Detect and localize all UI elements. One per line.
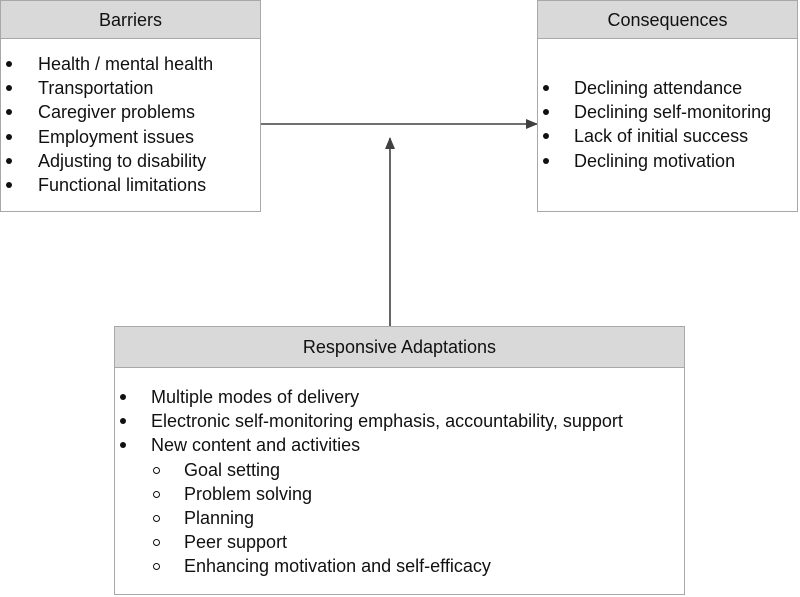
sub-list-item-text: Goal setting [184, 459, 281, 480]
list-item: Declining motivation [538, 149, 797, 173]
adaptations-box: Responsive Adaptations Multiple modes of… [114, 326, 685, 595]
barriers-box: Barriers Health / mental health Transpor… [0, 0, 261, 212]
sub-list-item-text: Problem solving [184, 483, 313, 504]
barriers-title: Barriers [1, 1, 260, 39]
list-item: Adjusting to disability [1, 149, 260, 173]
list-item: Employment issues [1, 125, 260, 149]
list-item-text: Caregiver problems [38, 102, 196, 123]
sub-list-item-text: Enhancing motivation and self-efficacy [184, 556, 491, 577]
list-item: Declining self-monitoring [538, 100, 797, 124]
list-item-text: Adjusting to disability [38, 150, 207, 171]
list-item-text: Multiple modes of delivery [151, 387, 360, 407]
adaptations-title: Responsive Adaptations [115, 327, 684, 368]
list-item-text: Employment issues [38, 126, 195, 147]
barriers-list: Health / mental health Transportation Ca… [1, 52, 260, 197]
list-item-text: Declining self-monitoring [574, 102, 772, 123]
sub-list-item-text: Peer support [184, 532, 288, 553]
sub-list-item: Goal setting [115, 458, 684, 482]
list-item: Functional limitations [1, 173, 260, 197]
list-item-text: Transportation [38, 78, 154, 99]
adaptations-list: Multiple modes of delivery Electronic se… [115, 385, 684, 458]
list-item: Multiple modes of delivery [115, 385, 684, 409]
list-item: Electronic self-monitoring emphasis, acc… [115, 409, 684, 433]
list-item: New content and activities [115, 433, 684, 457]
list-item-text: Declining motivation [574, 150, 736, 171]
sub-list-item: Planning [115, 506, 684, 530]
consequences-list: Declining attendance Declining self-moni… [538, 76, 797, 173]
sub-list-item-text: Planning [184, 508, 255, 529]
list-item: Declining attendance [538, 76, 797, 100]
list-item: Lack of initial success [538, 124, 797, 148]
sub-list-item: Enhancing motivation and self-efficacy [115, 554, 684, 578]
sub-list-item: Peer support [115, 530, 684, 554]
adaptations-sublist: Goal setting Problem solving Planning Pe… [115, 458, 684, 579]
list-item: Health / mental health [1, 52, 260, 76]
list-item: Caregiver problems [1, 100, 260, 124]
list-item: Transportation [1, 76, 260, 100]
list-item-text: Declining attendance [574, 78, 743, 98]
consequences-title: Consequences [538, 1, 797, 39]
consequences-box: Consequences Declining attendance Declin… [537, 0, 798, 212]
sub-list-item: Problem solving [115, 482, 684, 506]
list-item-text: Functional limitations [38, 175, 207, 196]
list-item-text: Lack of initial success [574, 126, 749, 147]
list-item-text: New content and activities [151, 435, 361, 456]
list-item-text: Electronic self-monitoring emphasis, acc… [151, 411, 623, 432]
list-item-text: Health / mental health [38, 54, 214, 74]
